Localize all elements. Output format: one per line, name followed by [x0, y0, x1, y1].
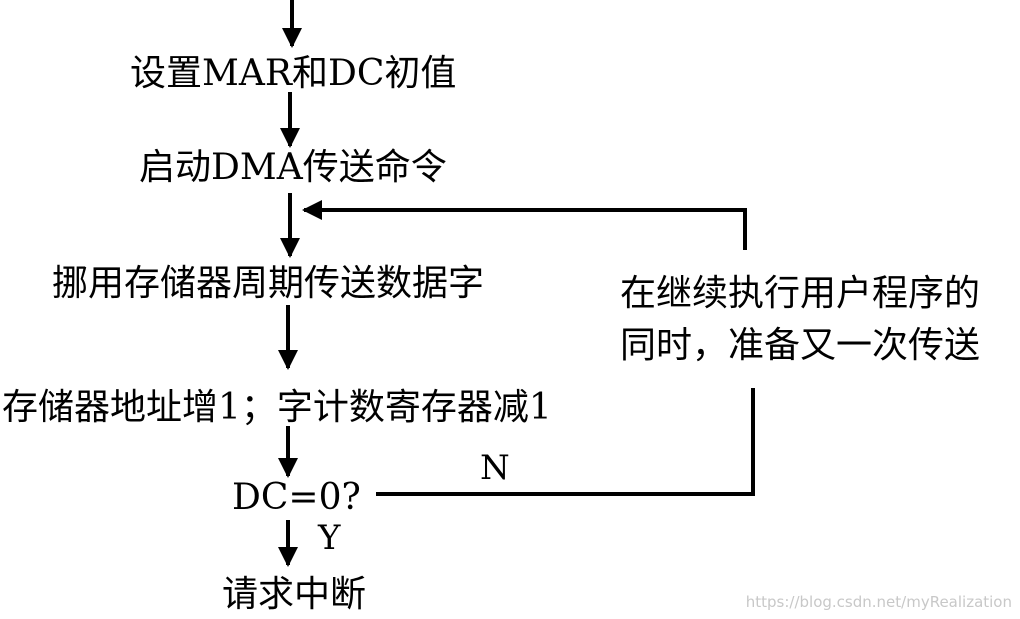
step-init: 设置MAR和DC初值 [130, 53, 457, 94]
step-transfer: 挪用存储器周期传送数据字 [52, 263, 485, 304]
branch-label-yes: Y [318, 518, 341, 558]
step-start-dma: 启动DMA传送命令 [139, 147, 447, 188]
side-note-line2: 同时，准备又一次传送 [620, 325, 981, 366]
loop-note-to-transfer [302, 200, 747, 250]
branch-label-no: N [480, 448, 510, 488]
step-update: 存储器地址增1；字计数寄存器减1 [2, 387, 552, 428]
step-request-interrupt: 请求中断 [222, 574, 367, 615]
side-note-line1: 在继续执行用户程序的 [620, 273, 981, 314]
decision-dc-zero: DC=0? [232, 477, 361, 518]
watermark: https://blog.csdn.net/myRealization [745, 593, 1012, 611]
loop-n-to-note [376, 388, 755, 496]
